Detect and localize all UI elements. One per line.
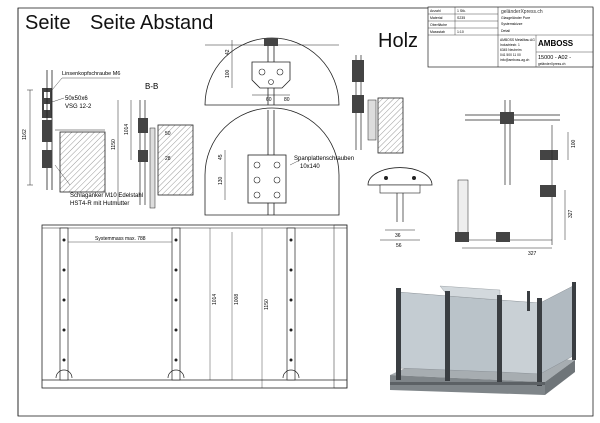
tb-row-0-v: 1 Stk.: [457, 9, 466, 13]
label-spanplatten1: Spanplattenschrauben: [294, 156, 354, 162]
post-3: [282, 227, 300, 381]
detail-circle-bottom: 45 130 Spanplattenschrauben 10x140: [204, 107, 354, 216]
dim-130: 130: [218, 176, 224, 185]
tb-product: Glasgeländer Pure: [501, 16, 530, 20]
tb-small-site: geländerXpress.ch: [538, 62, 566, 66]
tb-row-2-k: Oberfläche: [430, 23, 447, 27]
render-post-2: [445, 291, 450, 381]
tb-row-1-v: S235: [457, 16, 465, 20]
dim-28: 28: [165, 156, 171, 162]
dim-1150: 1150: [111, 139, 117, 150]
heading-seite: Seite: [25, 12, 71, 34]
tb-row-3-v: 1:10: [457, 30, 464, 34]
label-anker2: HST4-R mit Hutmutter: [70, 201, 129, 207]
heading-holz: Holz: [378, 30, 419, 52]
render-post-4: [537, 298, 542, 386]
label-linsenkopf: Linsenkopfschraube M6: [62, 71, 120, 77]
front-elevation: Systemmass max. 788 1014 1008 1150: [41, 224, 348, 389]
dim-42: 42: [225, 49, 231, 55]
dim-1150b: 1150: [264, 299, 270, 310]
tb-site: geländerXpress.ch: [501, 9, 543, 15]
dim-1008b: 1008: [234, 294, 240, 305]
tb-row-3-k: Massstab: [430, 30, 445, 34]
glass-panel-1: [397, 291, 449, 371]
label-profile1: 50x50x6: [65, 96, 88, 102]
render-3d: [374, 276, 580, 410]
dim-56: 56: [396, 243, 402, 249]
dim-1014: 1014: [124, 124, 130, 135]
tb-number: 15000 - A02 -: [538, 55, 571, 61]
dim-327a: 327: [568, 209, 574, 218]
tb-phone: 041 500 11 00: [500, 53, 521, 57]
detail-seite: 1162 50x50x6 VSG 12-2 Linsenkopfschraube…: [22, 70, 143, 207]
detail-circle-top: 42 100 60 80: [204, 37, 340, 106]
tb-address1: Industriestr. 1: [500, 43, 520, 47]
post-1: [55, 227, 73, 381]
dim-36: 36: [395, 233, 401, 239]
label-spanplatten2: 10x140: [300, 164, 320, 170]
concrete-slab: [59, 131, 106, 193]
tb-email: info@amboss-ag.ch: [500, 58, 530, 62]
dim-50: 50: [165, 131, 171, 137]
render-post-3: [497, 295, 502, 384]
dim-100-right: 100: [571, 139, 577, 148]
dim-1162: 1162: [22, 129, 28, 140]
tb-address2: 6345 Neuheim: [500, 48, 522, 52]
label-section-bb: B-B: [145, 82, 158, 91]
dim-45: 45: [218, 154, 224, 160]
dim-1014b: 1014: [212, 294, 218, 305]
render-post-1: [396, 288, 401, 380]
detail-plan-right: 100 327 327: [455, 100, 577, 257]
detail-holz: 36 56: [352, 55, 433, 249]
detail-section-bb: B-B 1150 1014 50 28: [111, 82, 194, 209]
tb-row-1-k: Material: [430, 16, 443, 20]
dim-327b: 327: [528, 251, 537, 257]
tb-logo: AMBOSS: [538, 39, 574, 48]
tb-row-0-k: Anzahl: [430, 9, 441, 13]
label-systemmass: Systemmass max. 788: [95, 236, 146, 242]
glass-panel-2: [447, 295, 501, 373]
dim-60: 60: [266, 97, 272, 103]
dim-80: 80: [284, 97, 290, 103]
label-anker1: Schlaganker M10 Edelstahl: [70, 193, 143, 199]
dim-100: 100: [225, 69, 231, 78]
tb-detail: Detail: [501, 29, 510, 33]
tb-company: AMBOSS Metallbau AG: [500, 38, 535, 42]
tb-subtitle: Systemskizze: [501, 22, 522, 26]
label-profile2: VSG 12-2: [65, 104, 92, 110]
glass-panel-3: [499, 299, 541, 375]
post-2: [167, 227, 185, 381]
render-post-5: [572, 282, 576, 360]
heading-seite-abstand: Seite Abstand: [90, 12, 214, 34]
title-block: Anzahl 1 Stk. Material S235 Oberfläche M…: [427, 6, 594, 68]
